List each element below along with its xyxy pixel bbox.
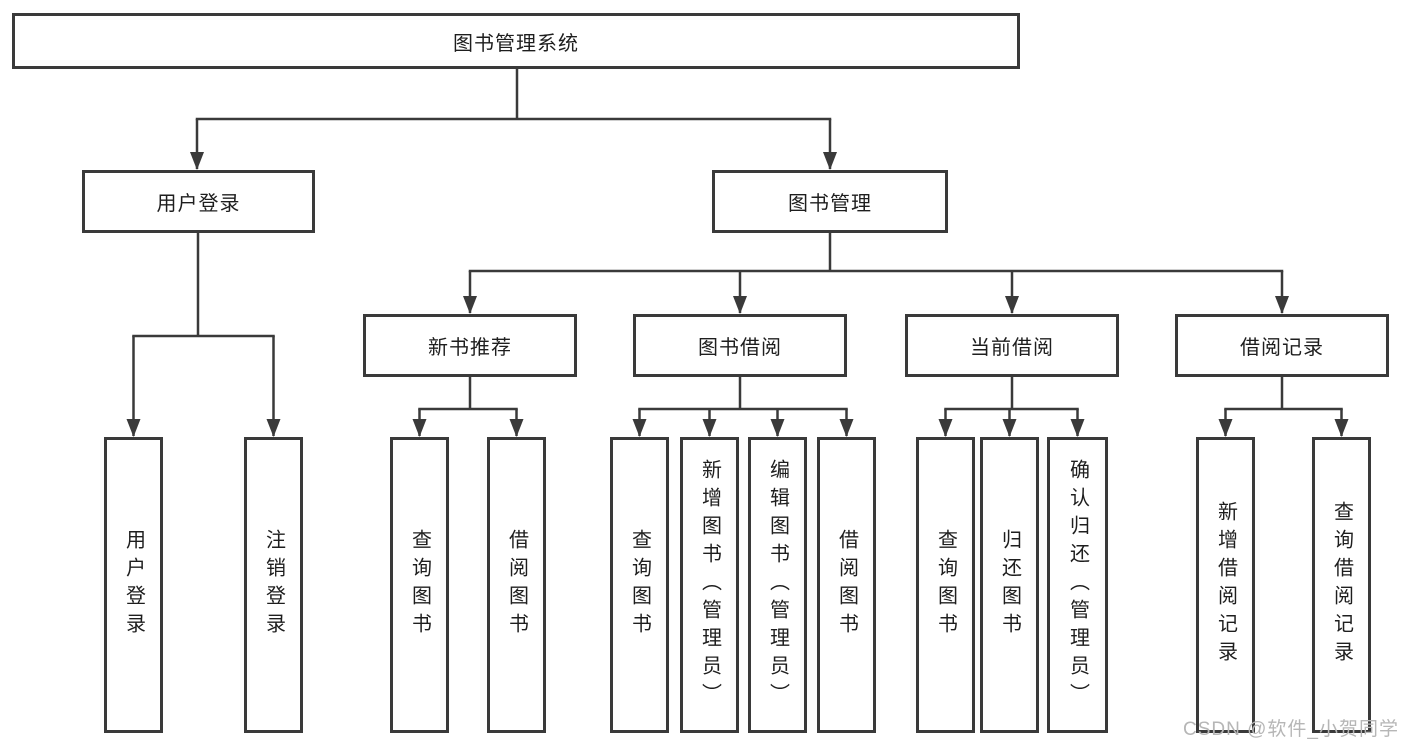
leaf-add-borrow-record: 新增借阅记录 [1196,437,1255,733]
node-borrow-records: 借阅记录 [1175,314,1389,377]
node-book-management: 图书管理 [712,170,948,233]
leaf-label: 查询图书 [408,529,431,641]
leaf-confirm-return-admin: 确认归还（管理员） [1047,437,1108,733]
leaf-label: 查询图书 [934,529,957,641]
leaf-borrow-book: 借阅图书 [817,437,876,733]
leaf-label: 借阅图书 [505,529,528,641]
node-current-borrow: 当前借阅 [905,314,1119,377]
node-user-login-branch: 用户登录 [82,170,315,233]
watermark: CSDN @软件_小贺同学 [1183,719,1399,740]
node-new-book-recommend: 新书推荐 [363,314,577,377]
leaf-query-book-current: 查询图书 [916,437,975,733]
leaf-add-book-admin: 新增图书（管理员） [680,437,739,733]
leaf-query-borrow-record: 查询借阅记录 [1312,437,1371,733]
leaf-edit-book-admin: 编辑图书（管理员） [748,437,807,733]
leaf-label: 新增图书（管理员） [698,459,721,711]
leaf-label: 确认归还（管理员） [1066,459,1089,711]
leaf-query-book-recommend: 查询图书 [390,437,449,733]
leaf-borrow-book-recommend: 借阅图书 [487,437,546,733]
leaf-label: 编辑图书（管理员） [766,459,789,711]
leaf-label: 查询借阅记录 [1330,501,1353,669]
leaf-label: 查询图书 [628,529,651,641]
node-root-system: 图书管理系统 [12,13,1020,69]
leaf-user-login: 用户登录 [104,437,163,733]
leaf-query-book-borrow: 查询图书 [610,437,669,733]
node-book-borrow: 图书借阅 [633,314,847,377]
leaf-label: 注销登录 [262,529,285,641]
leaf-return-book: 归还图书 [980,437,1039,733]
leaf-label: 借阅图书 [835,529,858,641]
leaf-label: 用户登录 [122,529,145,641]
leaf-label: 归还图书 [998,529,1021,641]
leaf-logout: 注销登录 [244,437,303,733]
leaf-label: 新增借阅记录 [1214,501,1237,669]
